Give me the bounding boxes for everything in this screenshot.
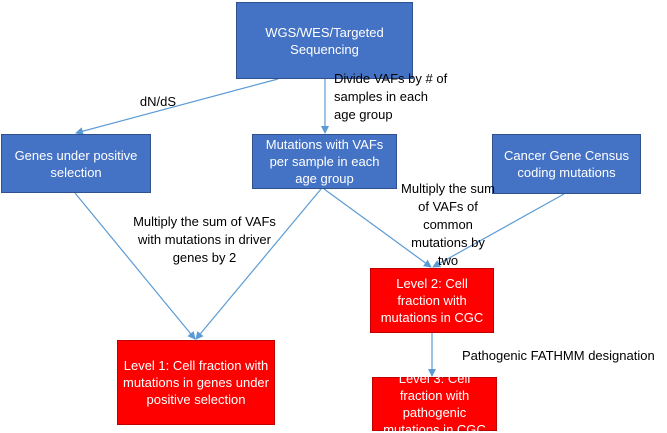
sequencing-box: WGS/WES/Targeted Sequencing [236, 2, 413, 79]
arrow-sequencing-to-genes [75, 78, 279, 136]
dnds-label: dN/dS [139, 94, 177, 109]
fathmm-label: Pathogenic FATHMM designation [462, 348, 655, 363]
multiply-common-label: Multiply the sum of VAFs of common mutat… [401, 181, 495, 268]
arrow-vaf-to-level1 [195, 188, 322, 340]
level3-box: Level 3: Cell fraction with pathogenic m… [372, 371, 497, 433]
level1-box: Level 1: Cell fraction with mutations in… [117, 340, 275, 425]
level2-text: Level 2: Cell fraction with mutations in… [380, 276, 484, 325]
cgc-coding-box: Cancer Gene Census coding mutations [492, 134, 641, 194]
cgc-coding-text: Cancer Gene Census coding mutations [503, 148, 629, 180]
arrow-cgc-to-level2 [432, 193, 565, 268]
multiply-drivers-label: Multiply the sum of VAFs with mutations … [133, 214, 276, 265]
divide-vafs-label: Divide VAFs by # of samples in each age … [334, 71, 448, 122]
level2-box: Level 2: Cell fraction with mutations in… [370, 268, 494, 333]
vaf-per-sample-box: Mutations with VAFs per sample in each a… [252, 134, 397, 189]
level1-text: Level 1: Cell fraction with mutations in… [123, 358, 269, 407]
level3-text: Level 3: Cell fraction with pathogenic m… [383, 371, 486, 433]
genes-positive-text: Genes under positive selection [14, 147, 138, 180]
arrow-vaf-to-level2 [323, 188, 432, 268]
genes-positive-box: Genes under positive selection [1, 134, 151, 193]
arrow-genes-to-level1 [74, 192, 196, 340]
vaf-per-sample-text: Mutations with VAFs per sample in each a… [265, 137, 384, 186]
sequencing-text: WGS/WES/Targeted Sequencing [265, 24, 384, 57]
